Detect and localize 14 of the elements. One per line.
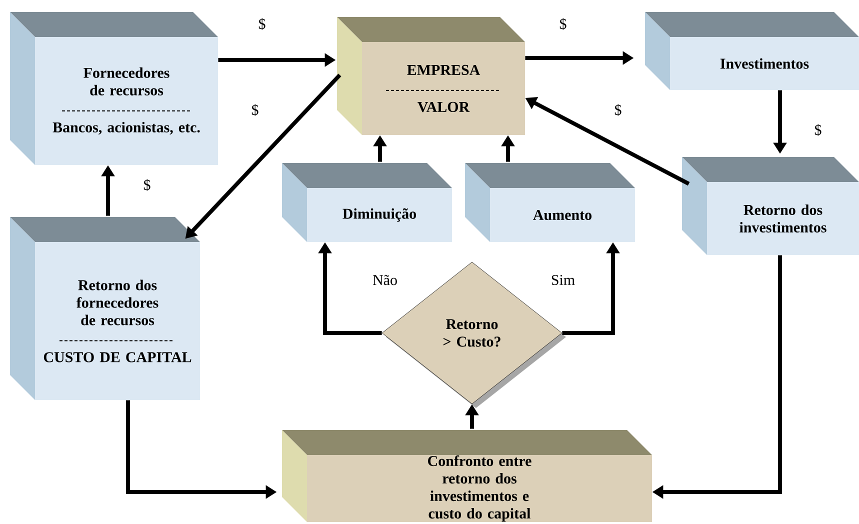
process-box: EMPRESA VALOR — [337, 17, 525, 135]
process-box: Fornecedores de recursos Bancos, acionistas, etc. — [10, 12, 218, 165]
process-box: Diminuição — [282, 163, 452, 242]
edge-label: $ — [257, 17, 267, 31]
process-box: Retorno dos fornecedores de recursos CUSTO DE CAPITAL — [10, 217, 200, 400]
edge-label: $ — [250, 103, 260, 117]
process-box: Investimentos — [645, 12, 859, 90]
process-box: Confronto entre retorno dos investimentos e custo do capital — [282, 430, 652, 522]
edge-label: $ — [813, 123, 823, 137]
edge-label: $ — [142, 178, 152, 192]
process-box: Retorno dos investimentos — [682, 157, 859, 255]
process-box: Aumento — [465, 163, 635, 242]
edge-label: $ — [613, 103, 623, 117]
edge-label: $ — [558, 17, 568, 31]
